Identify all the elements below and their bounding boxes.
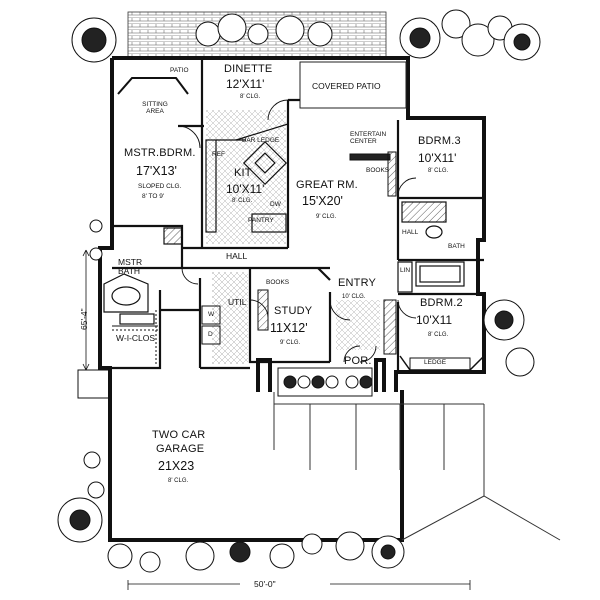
study-books-label: BOOKS xyxy=(266,279,290,286)
util-label: UTIL xyxy=(228,297,247,307)
great-rm-clg: 9' CLG. xyxy=(316,214,337,220)
door-swings xyxy=(177,99,417,363)
kit-name: KIT xyxy=(234,167,252,179)
mstr-bdrm-clg2: 8' TO 9' xyxy=(142,193,165,200)
width-dimension: 50'-0" xyxy=(254,579,276,589)
garage-clg: 8' CLG. xyxy=(168,478,189,484)
kit-clg: 8' CLG. xyxy=(232,198,253,204)
fireplace xyxy=(349,151,397,197)
kitchen-counters xyxy=(205,123,289,233)
bdrm2-clg: 8' CLG. xyxy=(428,332,449,338)
dimension-lines xyxy=(82,249,471,590)
master-bath-fixtures xyxy=(103,227,183,325)
entertain-center-label: ENTERTAIN CENTER xyxy=(350,131,387,145)
garage-step xyxy=(77,369,111,399)
washer-label: W xyxy=(208,311,215,318)
depth-dimension: 65'-4" xyxy=(79,308,89,330)
interior-walls xyxy=(110,58,484,372)
hall-label: HALL xyxy=(226,251,248,261)
entry-floor xyxy=(336,300,380,350)
util-floor xyxy=(212,272,248,364)
bdrm2-dim: 10'X11 xyxy=(416,313,453,327)
entry-clg: 10' CLG. xyxy=(342,294,366,300)
garage-dim: 21X23 xyxy=(158,459,195,473)
bath-label: BATH xyxy=(448,243,465,250)
study-dim: 11X12' xyxy=(270,321,308,335)
great-rm-name: GREAT RM. xyxy=(296,179,358,191)
patio-label: PATIO xyxy=(170,67,189,74)
mstr-bdrm-clg1: SLOPED CLG. xyxy=(138,183,182,190)
laundry xyxy=(201,305,221,345)
dryer-label: D xyxy=(208,331,213,338)
dinette-dim: 12'X11' xyxy=(226,77,265,91)
por-label: POR. xyxy=(344,355,372,367)
dw-label: DW xyxy=(270,201,281,208)
hall-right-label: HALL xyxy=(402,229,419,236)
driveway xyxy=(273,392,561,541)
bdrm3-clg: 8' CLG. xyxy=(428,168,449,174)
wi-clos-label: W-I-CLOS xyxy=(116,333,156,343)
ref-label: REF xyxy=(212,151,225,158)
covered-patio-label: COVERED PATIO xyxy=(312,81,381,91)
lin-label: LIN xyxy=(400,267,411,274)
garage-name2: GARAGE xyxy=(156,443,205,455)
mstr-bdrm-dim: 17'X13' xyxy=(136,164,177,178)
ledge-label: LEDGE xyxy=(424,359,447,366)
study-clg: 9' CLG. xyxy=(280,340,301,346)
great-rm-dim: 15'X20' xyxy=(302,194,343,208)
dinette-clg: 8' CLG. xyxy=(240,94,261,100)
bdrm3-dim: 10'X11' xyxy=(418,151,457,165)
kit-dim: 10'X11' xyxy=(226,182,265,196)
bar-ledge-label: BAR LEDGE xyxy=(242,137,280,144)
study-closet xyxy=(257,289,269,331)
bdrm3-bath xyxy=(397,201,465,293)
garage-name1: TWO CAR xyxy=(152,429,206,441)
closet xyxy=(112,310,158,366)
landscaping-top xyxy=(71,9,541,63)
sitting-area-label: SITTING AREA xyxy=(142,101,168,115)
books-great-label: BOOKS xyxy=(366,167,390,174)
covered-patio xyxy=(299,61,407,109)
mstr-bath-label: MSTR BATH xyxy=(118,257,143,276)
mstr-bdrm-name: MSTR.BDRM. xyxy=(124,147,196,159)
ledge-box xyxy=(409,357,471,371)
bdrm2-name: BDRM.2 xyxy=(420,297,463,309)
study-name: STUDY xyxy=(274,305,313,317)
landscaping-front xyxy=(57,219,535,573)
dinette-name: DINETTE xyxy=(224,63,273,75)
bdrm2-closet xyxy=(383,299,397,355)
entry-name: ENTRY xyxy=(338,277,377,289)
sitting-area-bay xyxy=(117,77,189,95)
pantry-label: PANTRY xyxy=(248,217,274,224)
bdrm3-name: BDRM.3 xyxy=(418,135,461,147)
